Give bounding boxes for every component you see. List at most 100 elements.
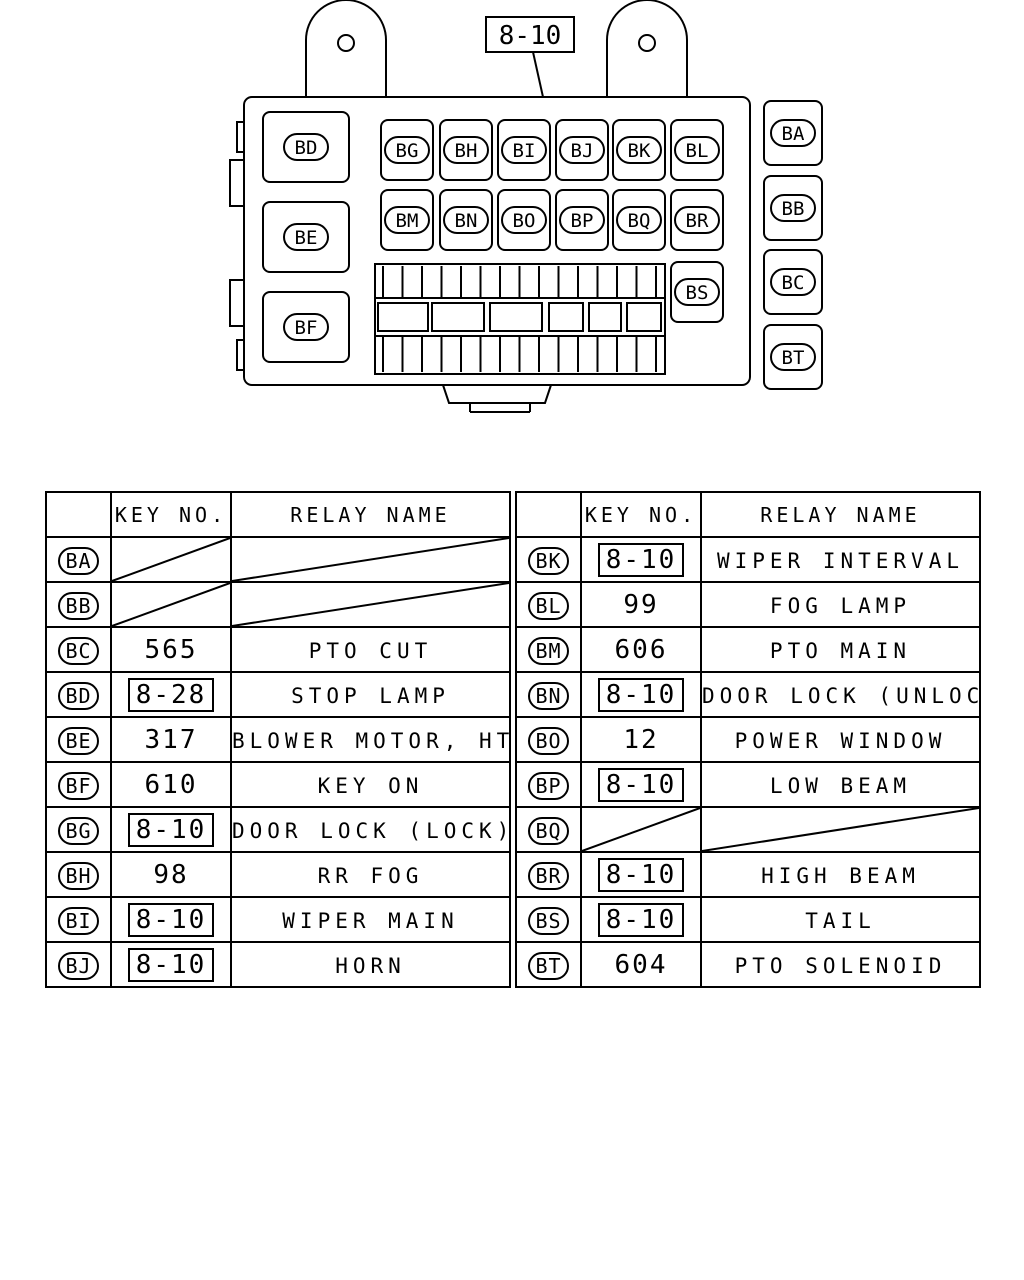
relay-name-cell — [230, 536, 511, 583]
relay-name: PTO SOLENOID — [734, 954, 947, 978]
relay-slot-label: BT — [782, 347, 805, 369]
relay-row-bb: BB — [45, 581, 511, 628]
relay-name-cell: TAIL — [700, 896, 981, 943]
right-mount-ear — [606, 0, 688, 97]
relay-code-badge: BO — [528, 726, 569, 755]
key-no-cell: 8-10 — [110, 896, 232, 943]
relay-name: LOW BEAM — [769, 774, 912, 798]
reference-label: 8-10 — [499, 21, 562, 51]
relay-name: STOP LAMP — [291, 684, 450, 708]
relay-code-cell: BM — [515, 626, 582, 673]
header-blank — [515, 491, 582, 538]
relay-name-cell: STOP LAMP — [230, 671, 511, 718]
key-number: 565 — [144, 634, 198, 665]
header-key-no: KEY NO. — [110, 491, 232, 538]
key-no-cell: 8-10 — [580, 671, 702, 718]
relay-name: FOG LAMP — [769, 594, 912, 618]
relay-slot-bm: BM — [380, 189, 434, 251]
relay-name-cell: PTO CUT — [230, 626, 511, 673]
key-number: 99 — [623, 589, 659, 620]
relay-row-bd: BD 8-28 STOP LAMP — [45, 671, 511, 718]
relay-code-cell: BN — [515, 671, 582, 718]
left-mount-ear — [305, 0, 387, 97]
relay-code-badge: BC — [58, 636, 99, 665]
key-no-cell: 8-10 — [580, 851, 702, 898]
relay-name: HORN — [335, 954, 406, 978]
relay-name: HIGH BEAM — [761, 864, 920, 888]
relay-slot-label: BS — [686, 282, 709, 304]
relay-code-cell: BQ — [515, 806, 582, 853]
relay-name: TAIL — [805, 909, 876, 933]
relay-name-cell: FOG LAMP — [700, 581, 981, 628]
header-relay-name: RELAY NAME — [700, 491, 981, 538]
relay-slot-bs: BS — [670, 261, 724, 323]
relay-slot-ba: BA — [763, 100, 823, 166]
key-number: 610 — [144, 769, 198, 800]
key-no-cell: 8-10 — [110, 941, 232, 988]
relay-code-badge: BJ — [58, 951, 99, 980]
relay-code-badge: BH — [58, 861, 99, 890]
key-no-cell: 606 — [580, 626, 702, 673]
key-number: 12 — [623, 724, 659, 755]
relay-name: WIPER INTERVAL — [716, 549, 964, 573]
relay-name: PTO MAIN — [769, 639, 912, 663]
relay-row-ba: BA — [45, 536, 511, 583]
relay-code-badge: BD — [58, 681, 99, 710]
relay-slot-bt: BT — [763, 324, 823, 390]
fuse-block — [374, 263, 666, 375]
relay-code-cell: BD — [45, 671, 112, 718]
relay-code-badge: BG — [58, 816, 99, 845]
key-no-cell — [110, 536, 232, 583]
relay-name-cell: KEY ON — [230, 761, 511, 808]
key-no-cell: 317 — [110, 716, 232, 763]
relay-code-badge: BI — [58, 906, 99, 935]
relay-name-cell: LOW BEAM — [700, 761, 981, 808]
relay-name: DOOR LOCK (UNLOCK) — [702, 684, 978, 708]
relay-slot-bc: BC — [763, 249, 823, 315]
empty-cell-diagonal — [702, 808, 979, 851]
relay-slot-bg: BG — [380, 119, 434, 181]
relay-slot-bb: BB — [763, 175, 823, 241]
empty-cell-diagonal — [112, 538, 230, 581]
relay-name-cell: WIPER MAIN — [230, 896, 511, 943]
key-no-cell: 12 — [580, 716, 702, 763]
relay-name-cell: POWER WINDOW — [700, 716, 981, 763]
relay-code-cell: BJ — [45, 941, 112, 988]
relay-slot-bl: BL — [670, 119, 724, 181]
header-key-no: KEY NO. — [580, 491, 702, 538]
relay-code-cell: BH — [45, 851, 112, 898]
relay-code-badge: BS — [528, 906, 569, 935]
relay-slot-bq: BQ — [612, 189, 666, 251]
relay-slot-label: BA — [782, 123, 805, 145]
relay-row-bj: BJ 8-10 HORN — [45, 941, 511, 988]
relay-name-cell: PTO MAIN — [700, 626, 981, 673]
relay-slot-label: BB — [782, 198, 805, 220]
relay-slot-bn: BN — [439, 189, 493, 251]
relay-row-bc: BC 565 PTO CUT — [45, 626, 511, 673]
relay-row-bq: BQ — [515, 806, 981, 853]
relay-name: KEY ON — [317, 774, 424, 798]
relay-code-cell: BP — [515, 761, 582, 808]
relay-code-badge: BM — [528, 636, 569, 665]
relay-slot-label: BJ — [571, 140, 594, 162]
empty-cell-diagonal — [232, 583, 509, 626]
empty-cell-diagonal — [232, 538, 509, 581]
relay-code-cell: BG — [45, 806, 112, 853]
relay-slot-bo: BO — [497, 189, 551, 251]
relay-code-badge: BK — [528, 546, 569, 575]
key-no-cell: 8-28 — [110, 671, 232, 718]
key-ref-box: 8-10 — [127, 812, 215, 847]
relay-code-cell: BB — [45, 581, 112, 628]
relay-slot-label: BP — [571, 210, 594, 232]
relay-code-badge: BN — [528, 681, 569, 710]
relay-slot-label: BD — [295, 137, 318, 159]
relay-name-cell: DOOR LOCK (LOCK) — [230, 806, 511, 853]
relay-slot-bj: BJ — [555, 119, 609, 181]
relay-slot-label: BL — [686, 140, 709, 162]
